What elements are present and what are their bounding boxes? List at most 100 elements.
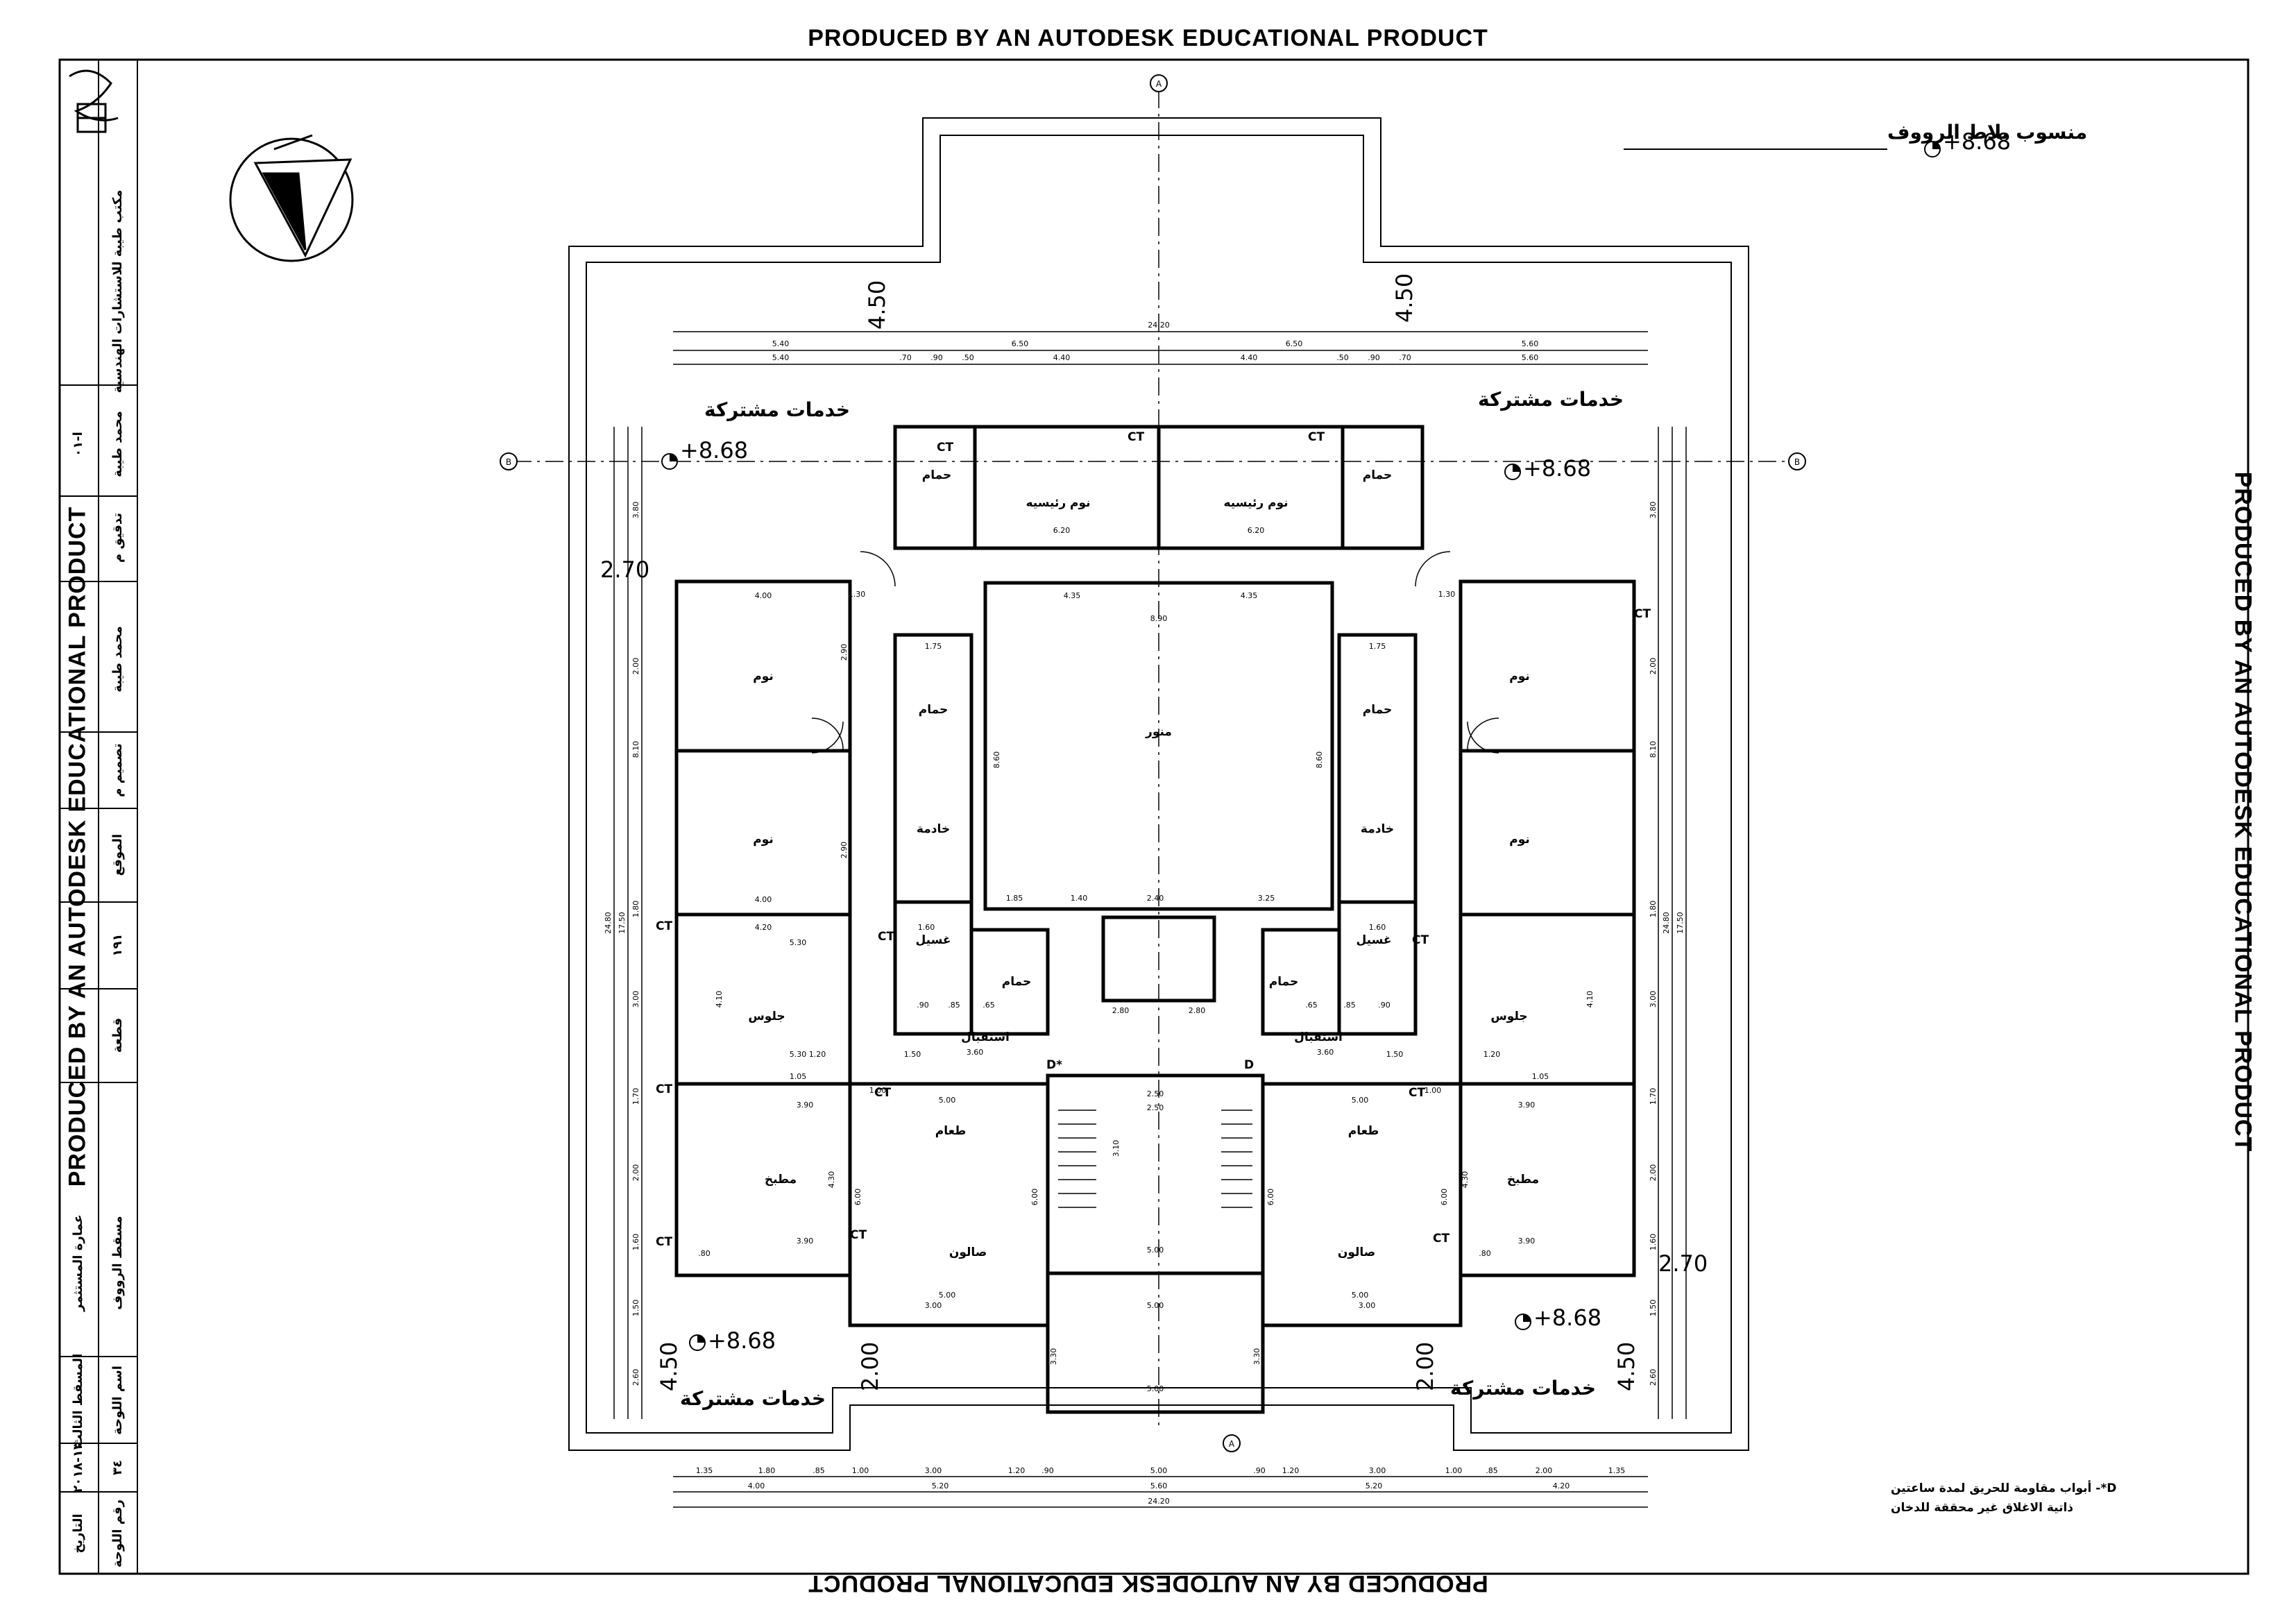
inner-dim-61: 1.50: [904, 1050, 921, 1059]
inner-dim-13: 1.40: [1071, 894, 1088, 903]
tb-date: ١٣-٢٠١٨: [71, 1442, 85, 1493]
axis-b-left: B: [500, 452, 518, 470]
tag-ct-11: CT: [850, 1228, 867, 1242]
dim-top-r2-7: .50: [1336, 353, 1349, 362]
inner-dim-31: 6.00: [853, 1189, 862, 1206]
dim-bot-r2-5: 4.20: [1553, 1481, 1570, 1490]
room-salon-left: صالون: [949, 1246, 987, 1259]
axis-b-right: B: [1788, 452, 1806, 470]
inner-dimensions: 4.00 4.00 4.20 5.30 5.30 4.35 4.35 8.90 …: [698, 526, 1595, 1393]
left-dim-col: 3.80 2.00 8.10 1.80 3.00 1.70 2.00 1.60 …: [631, 502, 640, 1386]
room-reception-left: استقبال: [961, 1030, 1010, 1044]
inner-dim-27: 5.00: [1147, 1384, 1164, 1393]
dim-top-r2-3: .90: [930, 353, 943, 362]
tb-audit-label: تدقيق م: [110, 513, 125, 563]
inner-dim-50: 1.05: [1532, 1072, 1549, 1081]
inner-dim-26: 5.00: [1147, 1301, 1164, 1310]
tag-ct-12: CT: [1433, 1232, 1449, 1246]
inner-dim-14: 3.25: [1258, 894, 1275, 903]
dim-left-8: 1.60: [631, 1234, 640, 1251]
inner-dim-57: 2.80: [1112, 1006, 1130, 1015]
roof-level-label: منسوب بلاط الرووف: [1887, 121, 2087, 144]
tag-ct-13: CT: [1634, 607, 1651, 621]
shared-services-top-left: خدمات مشتركة: [704, 398, 850, 421]
dim-bot-9: .90: [1253, 1466, 1266, 1475]
axis-a-top-label: A: [1156, 79, 1162, 89]
inner-dim-8: 8.90: [1150, 614, 1168, 623]
dim-top-r2-1: 5.40: [772, 353, 790, 362]
stair-treads: [1058, 1110, 1252, 1208]
inner-dim-12: 1.85: [1006, 894, 1023, 903]
inner-dim-23: 2.50: [1147, 1089, 1164, 1098]
roof-outline: [568, 117, 1749, 1451]
bottom-dim-row2: 4.00 5.20 5.60 5.20 4.20: [748, 1481, 1570, 1490]
tag-ct-2: CT: [1128, 430, 1144, 444]
building-walls: [674, 425, 1636, 1414]
inner-dim-39: 2.90: [840, 644, 849, 661]
tb-office: مكتب طيبة للاستشارات الهندسية: [110, 189, 125, 393]
axis-a-top: A: [1150, 74, 1168, 92]
room-reception-right: استقبال: [1294, 1030, 1343, 1044]
inner-dim-43: 3.60: [967, 1048, 984, 1057]
dim-top-3: 6.50: [1286, 339, 1303, 348]
room-dining-right: طعام: [1348, 1124, 1379, 1138]
inner-dim-65: .90: [917, 1001, 929, 1010]
inner-dim-33: 6.00: [1266, 1189, 1275, 1206]
inner-dim-54: .80: [1479, 1249, 1491, 1258]
tb-engineer-2: محمد طيبة: [110, 626, 125, 692]
dim-bot-1: 1.35: [696, 1466, 713, 1475]
dim-left-10: 2.60: [631, 1369, 640, 1386]
tag-ct-5: CT: [656, 1082, 672, 1096]
inner-dim-49: 1.05: [790, 1072, 807, 1081]
inner-dim-10: 6.20: [1248, 526, 1265, 535]
inner-dim-18: 3.90: [1518, 1237, 1536, 1246]
room-bedroom-right-1: نوم: [1509, 670, 1530, 683]
axis-a-bottom-label: A: [1229, 1439, 1235, 1449]
bottom-dimensions: [673, 1476, 1648, 1508]
inner-dim-70: .65: [1305, 1001, 1318, 1010]
tb-sheet-no-label: رقم اللوحة: [110, 1499, 125, 1567]
room-dining-left: طعام: [935, 1124, 966, 1138]
dim-overall-top: 24.20: [1148, 321, 1170, 330]
inner-dim-2: 4.00: [755, 895, 772, 904]
inner-dim-36: 4.30: [1461, 1171, 1470, 1189]
dim-top-r2-8: .90: [1368, 353, 1380, 362]
tb-parcel-label: قطعة: [110, 1018, 125, 1053]
inner-dim-28: 3.10: [1112, 1140, 1121, 1157]
dim-bot-5: 3.00: [925, 1466, 942, 1475]
level-marker-right: +8.68: [1504, 455, 1591, 482]
dim-top-r2-9: .70: [1399, 353, 1411, 362]
inner-dim-47: 1.60: [918, 923, 935, 932]
inner-dim-1: 4.00: [755, 591, 772, 600]
dim-top-4: 5.60: [1522, 339, 1539, 348]
inner-dim-34: 6.00: [1440, 1189, 1449, 1206]
dim-left-2: 2.00: [631, 658, 640, 675]
dim-left-5: 3.00: [631, 991, 640, 1008]
dim-right-5: 3.00: [1649, 991, 1658, 1008]
dim-left-total-2: 17.50: [618, 912, 627, 934]
dim-bot-13: .85: [1486, 1466, 1498, 1475]
inner-dim-66: .90: [1378, 1001, 1391, 1010]
length-450-bottom-right: 4.50: [1613, 1342, 1640, 1391]
title-block: [60, 60, 137, 1574]
dim-left-1: 3.80: [631, 502, 640, 519]
inner-dim-42: 4.10: [1585, 991, 1595, 1008]
room-bedroom-left-2: نوم: [753, 833, 774, 847]
room-sitting-right: جلوس: [1490, 1010, 1527, 1023]
inner-dim-15: 3.90: [797, 1101, 814, 1110]
dim-top-r2-2: .70: [899, 353, 912, 362]
inner-dim-58: 2.80: [1189, 1006, 1206, 1015]
dim-bot-r2-4: 5.20: [1366, 1481, 1383, 1490]
dim-right-3: 8.10: [1649, 741, 1658, 758]
tag-d-left: D*: [1046, 1058, 1062, 1072]
dim-right-total-2: 17.50: [1676, 912, 1685, 934]
level-bottom-left-value: +8.68: [708, 1327, 776, 1354]
axis-lines: [513, 90, 1794, 1426]
inner-dim-51: 3.00: [925, 1301, 942, 1310]
inner-dim-44: 3.60: [1317, 1048, 1334, 1057]
axis-a-bottom: A: [1223, 1434, 1241, 1452]
inner-dim-20: 5.00: [939, 1291, 956, 1300]
inner-dim-21: 5.00: [1352, 1096, 1369, 1105]
tag-ct-7: CT: [878, 930, 894, 944]
tb-sheet-no: ٣٤: [110, 1460, 125, 1475]
